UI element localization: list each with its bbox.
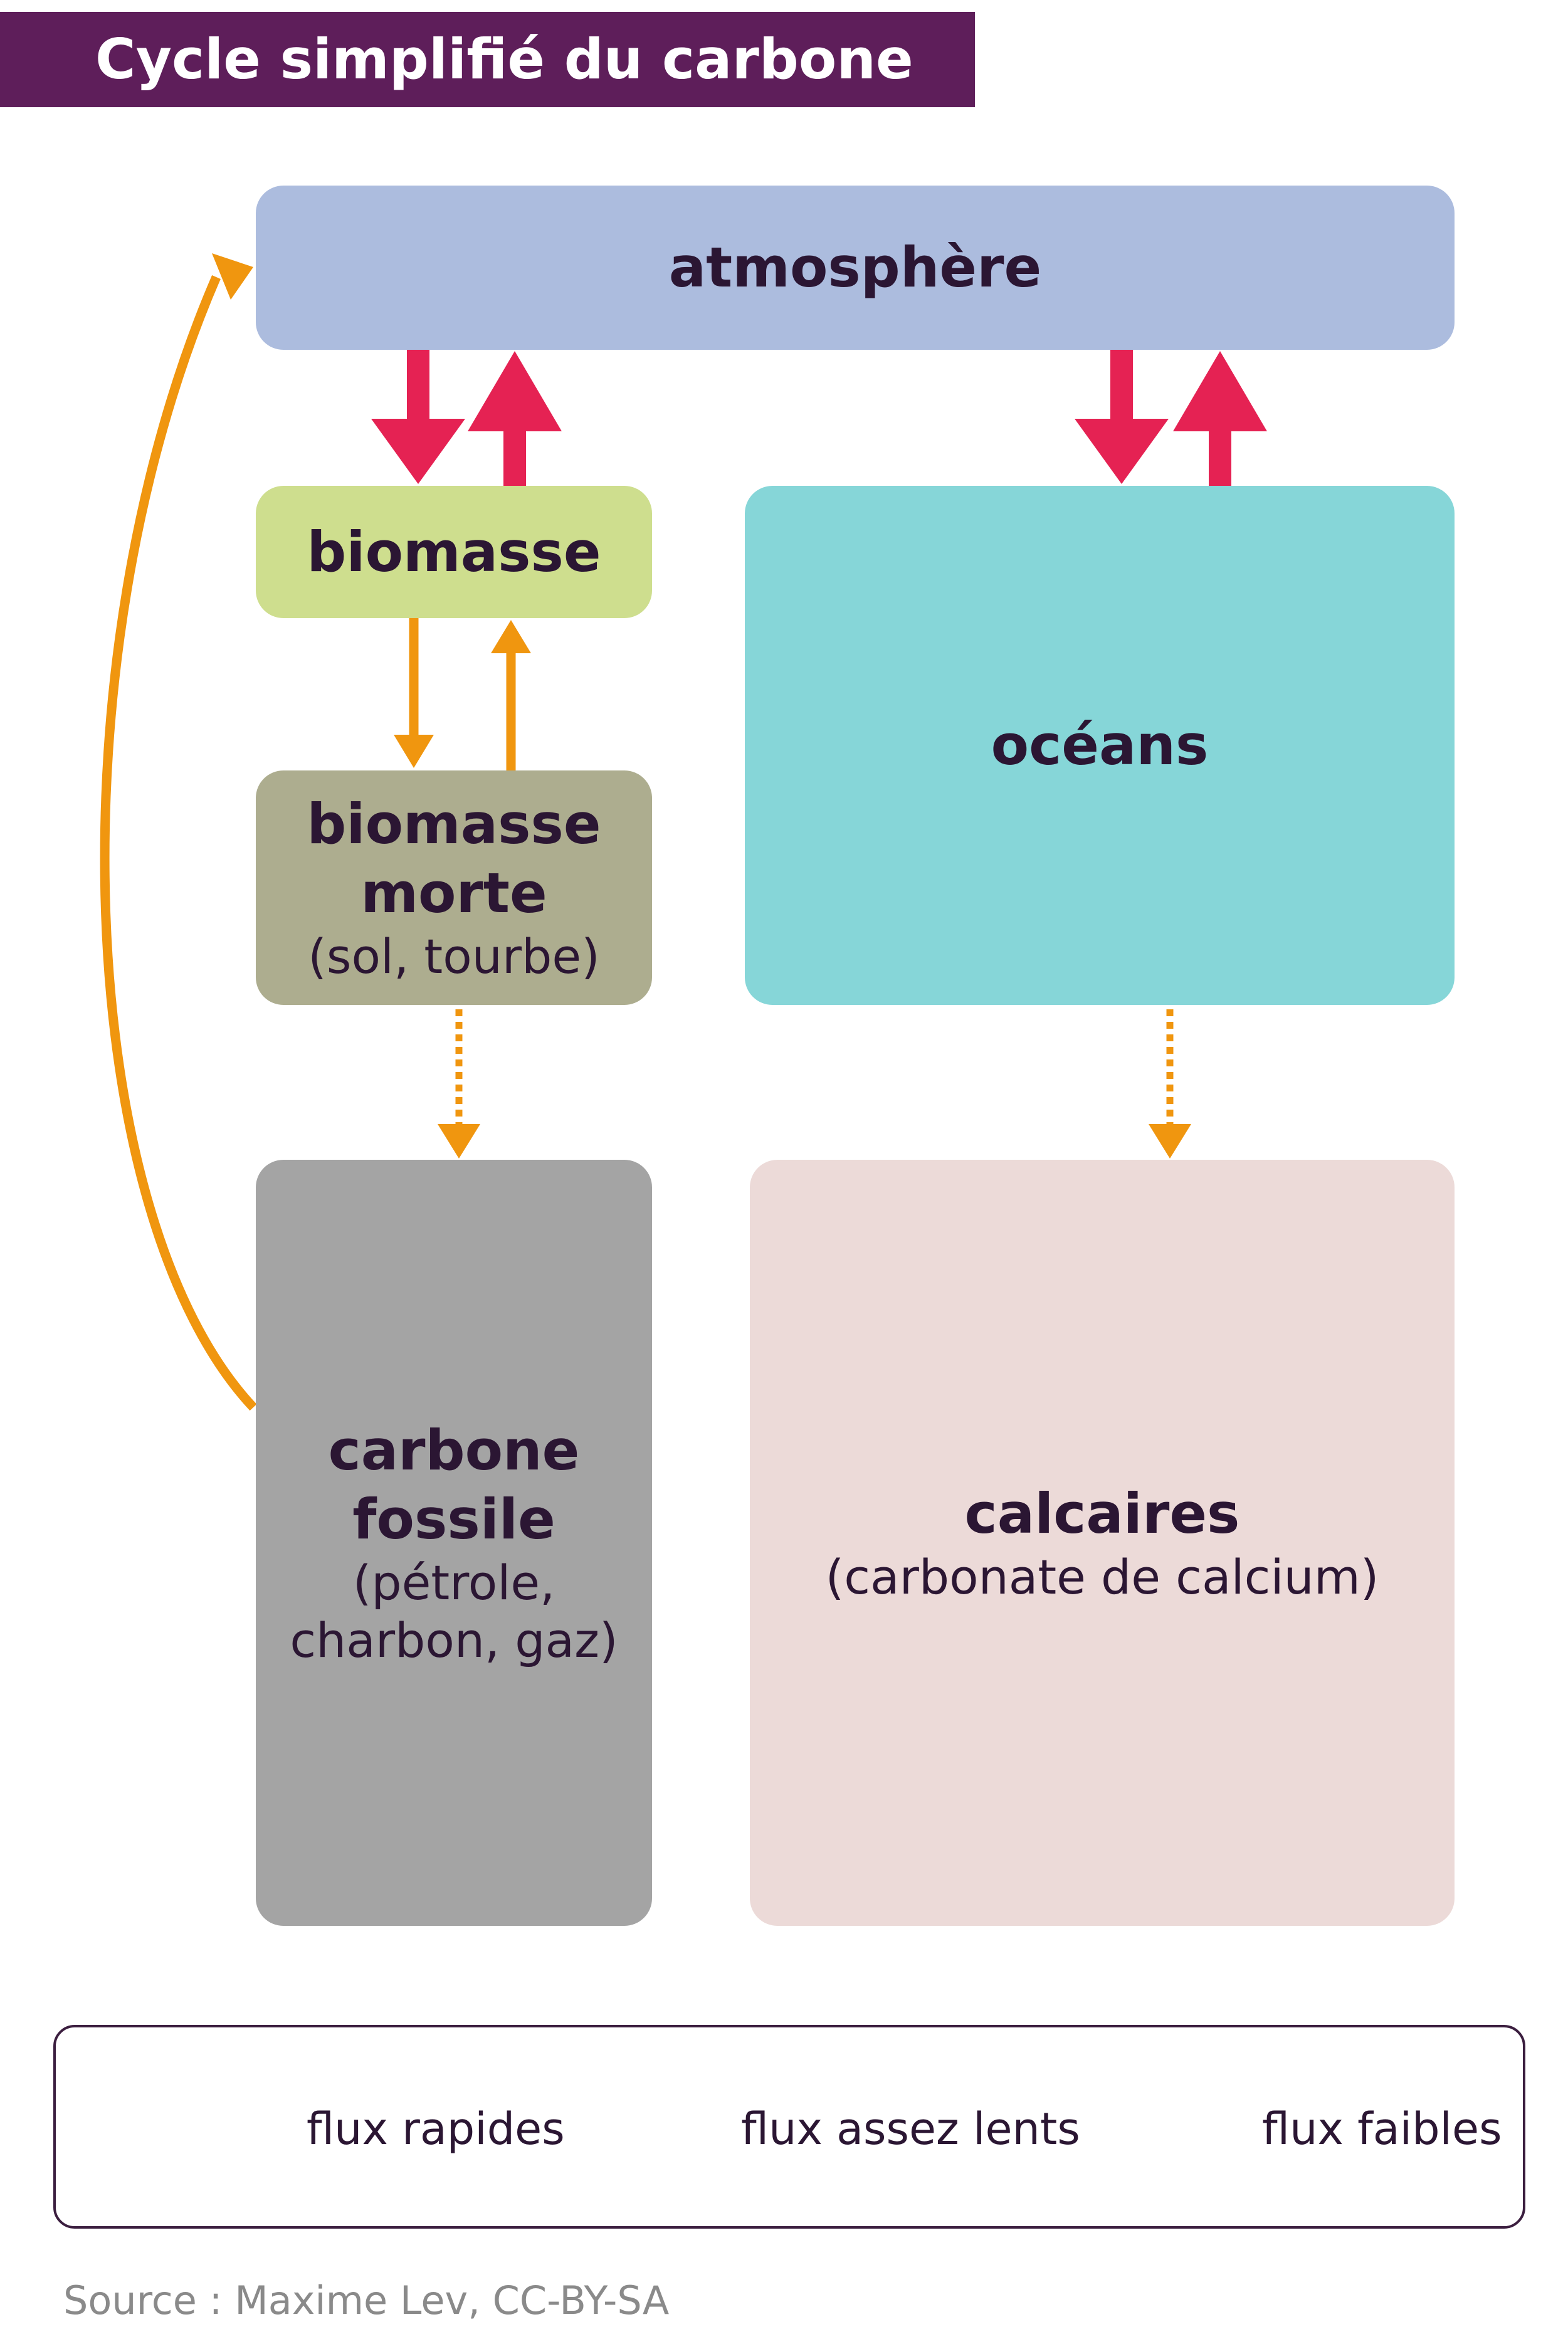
title-banner: Cycle simplifié du carbone — [0, 12, 975, 107]
node-oceans: océans — [745, 486, 1455, 1005]
node-calcaires-label: calcaires — [964, 1481, 1240, 1546]
node-biomasse-morte-label-line1: biomasse — [307, 792, 601, 856]
source-credit: Source : Maxime Lev, CC-BY-SA — [63, 2278, 670, 2323]
arrow-biomasse-to-atmosphere — [468, 351, 562, 486]
node-atmosphere-label: atmosphère — [668, 235, 1042, 300]
arrow-atmosphere-to-oceans — [1075, 350, 1169, 484]
legend-label-flux-rapides: flux rapides — [307, 2103, 565, 2155]
node-biomasse-morte-sub: (sol, tourbe) — [308, 928, 600, 984]
legend-label-flux-assez-lents: flux assez lents — [741, 2103, 1080, 2155]
arrow-biomasse-morte-to-biomasse — [491, 620, 531, 770]
arrow-oceans-to-calcaires — [1149, 1009, 1191, 1159]
legend-label-flux-faibles: flux faibles — [1262, 2103, 1502, 2155]
node-biomasse-label: biomasse — [307, 519, 601, 584]
node-biomasse-morte: biomasse morte (sol, tourbe) — [256, 770, 652, 1005]
node-biomasse-morte-label-line2: morte — [360, 861, 547, 925]
node-oceans-label: océans — [991, 713, 1209, 777]
node-biomasse: biomasse — [256, 486, 652, 618]
node-calcaires-sub: (carbonate de calcium) — [825, 1549, 1379, 1605]
arrow-biomasse-morte-to-carbone-fossile — [438, 1009, 480, 1159]
node-calcaires: calcaires (carbonate de calcium) — [750, 1160, 1455, 1926]
node-carbone-fossile-sub-line1: (pétrole, — [352, 1555, 555, 1611]
node-carbone-fossile: carbone fossile (pétrole, charbon, gaz) — [256, 1160, 652, 1926]
node-atmosphere: atmosphère — [256, 186, 1455, 350]
diagram-title: Cycle simplifié du carbone — [95, 27, 913, 92]
arrow-biomasse-to-biomasse-morte — [394, 618, 434, 768]
legend: flux rapides flux assez lents flux faibl… — [53, 2025, 1525, 2229]
arrow-carbone-fossile-to-atmosphere — [100, 253, 257, 1411]
node-carbone-fossile-label-line1: carbone — [328, 1418, 580, 1483]
arrow-atmosphere-to-biomasse — [371, 350, 465, 484]
arrow-oceans-to-atmosphere — [1173, 351, 1267, 486]
node-carbone-fossile-sub-line2: charbon, gaz) — [290, 1612, 618, 1668]
node-carbone-fossile-label-line2: fossile — [352, 1487, 555, 1552]
